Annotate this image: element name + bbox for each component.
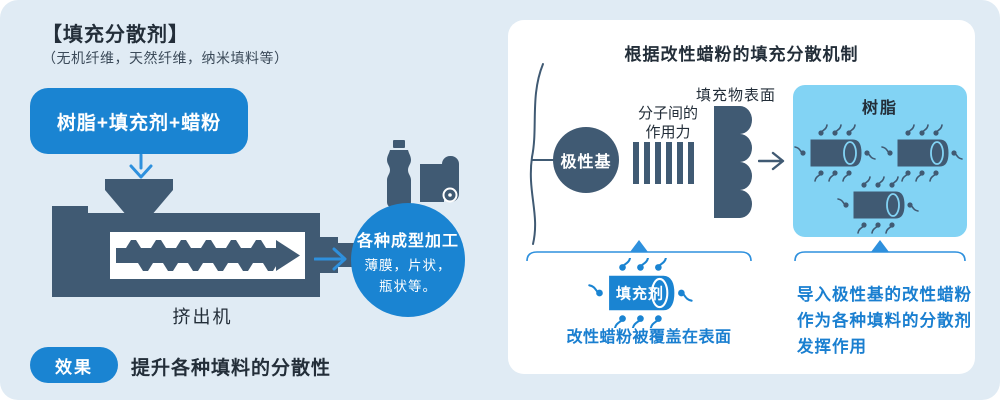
caption-right-line2: 作为各种填料的分散剂 <box>797 312 972 330</box>
force-bar <box>688 142 694 184</box>
extruder-label: 挤出机 <box>172 307 233 327</box>
bracket-right-icon <box>794 240 966 262</box>
resin-label: 树脂 <box>861 100 898 117</box>
arrow-down-icon <box>129 154 153 179</box>
extruder-icon <box>52 179 354 297</box>
force-label: 分子间的 作用力 <box>618 104 718 142</box>
effect-badge-label: 效果 <box>55 357 93 377</box>
mechanism-title: 根据改性蜡粉的填充分散机制 <box>624 45 859 64</box>
force-bar <box>633 142 639 184</box>
coated-filler-group <box>793 85 967 237</box>
polar-group-circle: 极性基 <box>553 127 619 193</box>
film-roll-icon <box>420 156 459 203</box>
effect-text: 提升各种填料的分散性 <box>131 358 332 379</box>
force-label-line2: 作用力 <box>645 124 691 141</box>
page-title: 【填充分散剂】 <box>42 24 189 46</box>
caption-left: 改性蜡粉被覆盖在表面 <box>566 329 732 346</box>
mix-input-label: 树脂+填充剂+蜡粉 <box>56 112 222 134</box>
extruder-screw <box>116 240 300 271</box>
page-subtitle: （无机纤维，天然纤维，纳米填料等） <box>42 50 289 66</box>
mechanism-card: 根据改性蜡粉的填充分散机制 极性基 分子间的 作用力 填充物表面 <box>508 20 975 374</box>
particle-arc-icon <box>529 63 557 245</box>
molding-title: 各种成型加工 <box>356 233 459 250</box>
molding-line2: 瓶状等。 <box>379 279 437 294</box>
product-icons <box>387 140 459 208</box>
bracket-left-icon <box>526 240 752 262</box>
filler-capsule-label: 填充剂 <box>616 285 664 303</box>
molding-circle: 各种成型加工 薄膜，片状， 瓶状等。 <box>351 203 465 317</box>
polar-group-label: 极性基 <box>560 154 612 171</box>
coated-filler-icon <box>838 177 918 233</box>
filler-capsule-icon: 填充剂 <box>586 258 706 328</box>
caption-right-line1: 导入极性基的改性蜡粉 <box>797 286 972 304</box>
caption-right-line3: 发挥作用 <box>797 338 867 356</box>
mix-input-box: 树脂+填充剂+蜡粉 <box>30 88 248 154</box>
resin-box: 树脂 <box>793 85 967 237</box>
bottle-icon <box>387 140 411 208</box>
force-bars-icon <box>633 142 694 184</box>
coated-filler-icon <box>882 125 962 181</box>
force-bar <box>666 142 672 184</box>
force-bar <box>677 142 683 184</box>
arrow-right-icon <box>314 247 347 271</box>
caption-right: 导入极性基的改性蜡粉 作为各种填料的分散剂 发挥作用 <box>797 282 972 360</box>
filler-surface-icon <box>714 106 752 218</box>
effect-badge: 效果 <box>30 347 118 383</box>
arrow-right-dark-icon <box>758 151 785 171</box>
surface-label: 填充物表面 <box>695 87 776 104</box>
force-label-line1: 分子间的 <box>637 105 698 122</box>
molding-line1: 薄膜，片状， <box>364 258 452 273</box>
coated-filler-icon <box>795 125 875 181</box>
force-bar <box>644 142 650 184</box>
force-bar <box>655 142 661 184</box>
